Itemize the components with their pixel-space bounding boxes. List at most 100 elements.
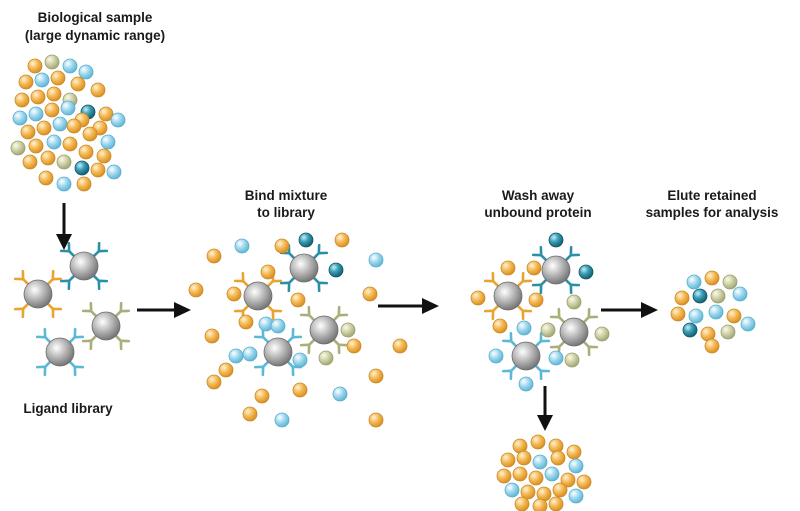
orange-protein bbox=[392, 338, 408, 354]
teal-protein bbox=[578, 264, 594, 280]
wash-bead-orange bbox=[483, 271, 533, 321]
orange-protein bbox=[528, 292, 544, 308]
sage-protein bbox=[10, 140, 26, 156]
bead bbox=[559, 317, 589, 347]
elute-line2: samples for analysis bbox=[646, 205, 779, 220]
light-blue-protein bbox=[532, 454, 548, 470]
teal-protein bbox=[74, 160, 90, 176]
sage-protein bbox=[56, 154, 72, 170]
arrow-down-sample-to-library bbox=[56, 203, 72, 250]
bind-bead-sage bbox=[299, 305, 349, 355]
light-blue-protein bbox=[12, 110, 28, 126]
light-blue-protein bbox=[518, 376, 534, 392]
orange-protein bbox=[274, 238, 290, 254]
ligand-arm bbox=[531, 245, 549, 263]
ligand-arm bbox=[501, 331, 519, 349]
ligand-arm bbox=[67, 327, 85, 345]
orange-protein bbox=[96, 148, 112, 164]
bead bbox=[309, 315, 339, 345]
teal-protein bbox=[548, 232, 564, 248]
light-blue-protein bbox=[60, 100, 76, 116]
bead bbox=[289, 253, 319, 283]
orange-protein bbox=[226, 286, 242, 302]
orange-protein bbox=[28, 138, 44, 154]
ligand-arm bbox=[81, 301, 99, 319]
ligand-arm bbox=[35, 359, 53, 377]
orange-protein bbox=[204, 328, 220, 344]
label-elute: Elute retained samples for analysis bbox=[646, 188, 779, 220]
orange-protein bbox=[500, 260, 516, 276]
light-blue-protein bbox=[686, 274, 702, 290]
ligand-arm bbox=[549, 307, 567, 325]
sage-protein bbox=[722, 274, 738, 290]
ligand-arm bbox=[67, 359, 85, 377]
wash-away-line1: Wash away bbox=[502, 188, 575, 203]
light-blue-protein bbox=[46, 134, 62, 150]
arrow-right-wash-to-elute bbox=[601, 302, 658, 318]
washed-bead-complex bbox=[470, 232, 610, 392]
light-blue-protein bbox=[62, 58, 78, 74]
orange-protein bbox=[368, 412, 384, 428]
wash-away-line2: unbound protein bbox=[484, 205, 591, 220]
orange-protein bbox=[18, 74, 34, 90]
bind-bead-orange bbox=[233, 271, 283, 321]
light-blue-protein bbox=[708, 304, 724, 320]
orange-protein bbox=[550, 450, 566, 466]
ligand-arm bbox=[253, 359, 271, 377]
ligand-arm bbox=[311, 275, 329, 293]
orange-protein bbox=[520, 484, 536, 500]
label-wash-away: Wash away unbound protein bbox=[484, 188, 591, 220]
sage-protein bbox=[540, 322, 556, 338]
orange-protein bbox=[46, 86, 62, 102]
label-ligand-library: Ligand library bbox=[23, 401, 113, 416]
orange-protein bbox=[512, 466, 528, 482]
orange-protein bbox=[218, 362, 234, 378]
orange-protein bbox=[66, 118, 82, 134]
orange-protein bbox=[62, 136, 78, 152]
orange-protein bbox=[292, 382, 308, 398]
sage-protein bbox=[44, 54, 60, 70]
orange-protein bbox=[552, 482, 568, 498]
sage-protein bbox=[340, 322, 356, 338]
bead bbox=[541, 255, 571, 285]
orange-protein bbox=[532, 498, 548, 511]
light-blue-protein bbox=[740, 316, 756, 332]
bead bbox=[493, 281, 523, 311]
orange-protein bbox=[514, 496, 530, 511]
ligand-arm bbox=[233, 271, 251, 289]
light-blue-protein bbox=[100, 134, 116, 150]
library-bead-sage bbox=[81, 301, 131, 351]
arrow-right-library-to-bind bbox=[137, 302, 191, 318]
light-blue-protein bbox=[688, 308, 704, 324]
bead bbox=[263, 337, 293, 367]
sage-protein bbox=[710, 288, 726, 304]
bind-mixture-line2: to library bbox=[257, 205, 315, 220]
bead bbox=[511, 341, 541, 371]
ligand-arm bbox=[531, 277, 549, 295]
sage-protein bbox=[594, 326, 610, 342]
ligand-arm bbox=[515, 303, 533, 321]
light-blue-protein bbox=[28, 106, 44, 122]
orange-protein bbox=[726, 308, 742, 324]
ligand-arm bbox=[113, 333, 131, 351]
light-blue-protein bbox=[568, 488, 584, 504]
ligand-arm bbox=[265, 303, 283, 321]
orange-protein bbox=[14, 92, 30, 108]
bind-bead-lightblue bbox=[253, 327, 303, 377]
light-blue-protein bbox=[228, 348, 244, 364]
orange-protein bbox=[362, 286, 378, 302]
ligand-arm bbox=[581, 339, 599, 357]
orange-protein bbox=[22, 154, 38, 170]
library-bead-orange bbox=[13, 269, 63, 319]
bind-mixture-line1: Bind mixture bbox=[245, 188, 328, 203]
orange-protein bbox=[70, 76, 86, 92]
bead bbox=[69, 251, 99, 281]
light-blue-protein bbox=[274, 412, 290, 428]
ligand-arm bbox=[563, 277, 581, 295]
teal-protein bbox=[298, 232, 314, 248]
orange-protein bbox=[530, 434, 546, 450]
orange-protein bbox=[50, 70, 66, 86]
orange-protein bbox=[346, 338, 362, 354]
sage-protein bbox=[566, 294, 582, 310]
light-blue-protein bbox=[516, 320, 532, 336]
